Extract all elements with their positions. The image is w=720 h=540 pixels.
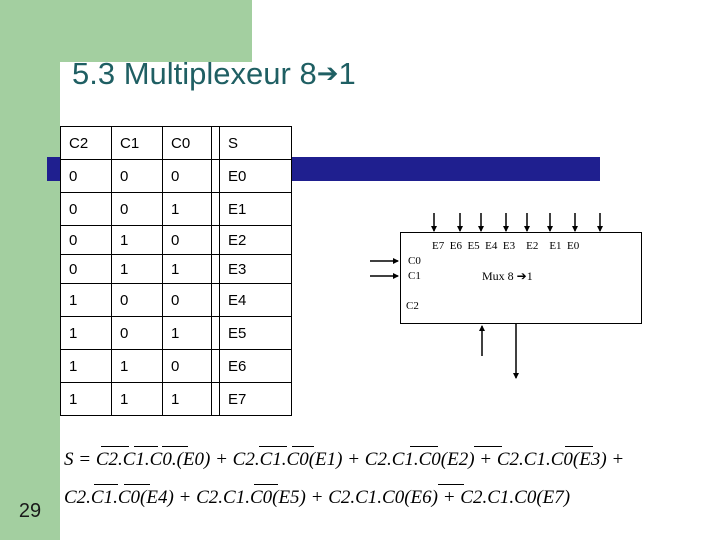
cell-s: E3 xyxy=(219,254,292,284)
table-row: 1 0 0 E4 xyxy=(60,283,292,317)
cell-c0: 0 xyxy=(162,283,212,317)
mux-name: Mux 8 ➔1 xyxy=(482,269,533,284)
cell-s: E0 xyxy=(219,159,292,193)
overbar xyxy=(254,484,278,485)
side-decoration-bar xyxy=(0,0,60,540)
overbar xyxy=(259,446,287,447)
overbar xyxy=(474,446,502,447)
overbar xyxy=(101,446,129,447)
truth-table: C2 C1 C0 S 0 0 0 E0 0 0 1 E1 0 1 0 E2 xyxy=(60,126,292,416)
cell-c0: 1 xyxy=(162,254,212,284)
cell-s: E7 xyxy=(219,382,292,416)
table-row: 0 1 1 E3 xyxy=(60,254,292,284)
cell-c0: 0 xyxy=(162,349,212,383)
cell-c2: 1 xyxy=(60,382,112,416)
title-text: 5.3 Multiplexeur 8 xyxy=(72,56,317,91)
mux-block xyxy=(400,232,642,324)
cell-c0: 0 xyxy=(162,159,212,193)
cell-s: E2 xyxy=(219,225,292,255)
table-row: 1 1 1 E7 xyxy=(60,382,292,416)
cell-c0: 1 xyxy=(162,382,212,416)
select-label-c1: C1 xyxy=(408,270,421,282)
cell-c2: 1 xyxy=(60,283,112,317)
cell-s: E6 xyxy=(219,349,292,383)
table-row: 0 1 0 E2 xyxy=(60,225,292,255)
header-c2: C2 xyxy=(60,126,112,160)
cell-c1: 1 xyxy=(111,225,163,255)
table-row: 0 0 0 E0 xyxy=(60,159,292,193)
cell-c1: 1 xyxy=(111,254,163,284)
equation-line-1: S = C2.C1.C0.(E0) + C2.C1.C0(E1) + C2.C1… xyxy=(64,449,625,470)
overbar xyxy=(124,484,150,485)
title-suffix: 1 xyxy=(338,56,356,91)
select-label-c0: C0 xyxy=(408,255,421,267)
cell-c2: 0 xyxy=(60,159,112,193)
slide-number: 29 xyxy=(18,500,42,522)
header-c0: C0 xyxy=(162,126,212,160)
equation-line-2: C2.C1.C0(E4) + C2.C1.C0(E5) + C2.C1.C0(E… xyxy=(64,487,571,508)
overbar xyxy=(94,484,118,485)
overbar xyxy=(565,446,593,447)
select-label-c2: C2 xyxy=(406,300,419,312)
slide-title: 5.3 Multiplexeur 8➔1 xyxy=(72,56,356,92)
mux-name-text: Mux 8 xyxy=(482,269,514,283)
table-row: 1 0 1 E5 xyxy=(60,316,292,350)
mux-input-labels: E7 E6 E5 E4 E3 E2 E1 E0 xyxy=(432,240,580,252)
top-decoration-block xyxy=(60,0,252,62)
overbar xyxy=(410,446,438,447)
mux-name-suffix: 1 xyxy=(526,269,533,283)
overbar xyxy=(162,446,188,447)
overbar xyxy=(134,446,158,447)
cell-s: E5 xyxy=(219,316,292,350)
table-row: 1 1 0 E6 xyxy=(60,349,292,383)
right-arrow-icon: ➔ xyxy=(516,269,527,283)
cell-s: E1 xyxy=(219,192,292,226)
overbar xyxy=(438,484,464,485)
cell-c1: 0 xyxy=(111,192,163,226)
right-arrow-icon: ➔ xyxy=(316,58,339,88)
overbar xyxy=(292,446,314,447)
header-c1: C1 xyxy=(111,126,163,160)
